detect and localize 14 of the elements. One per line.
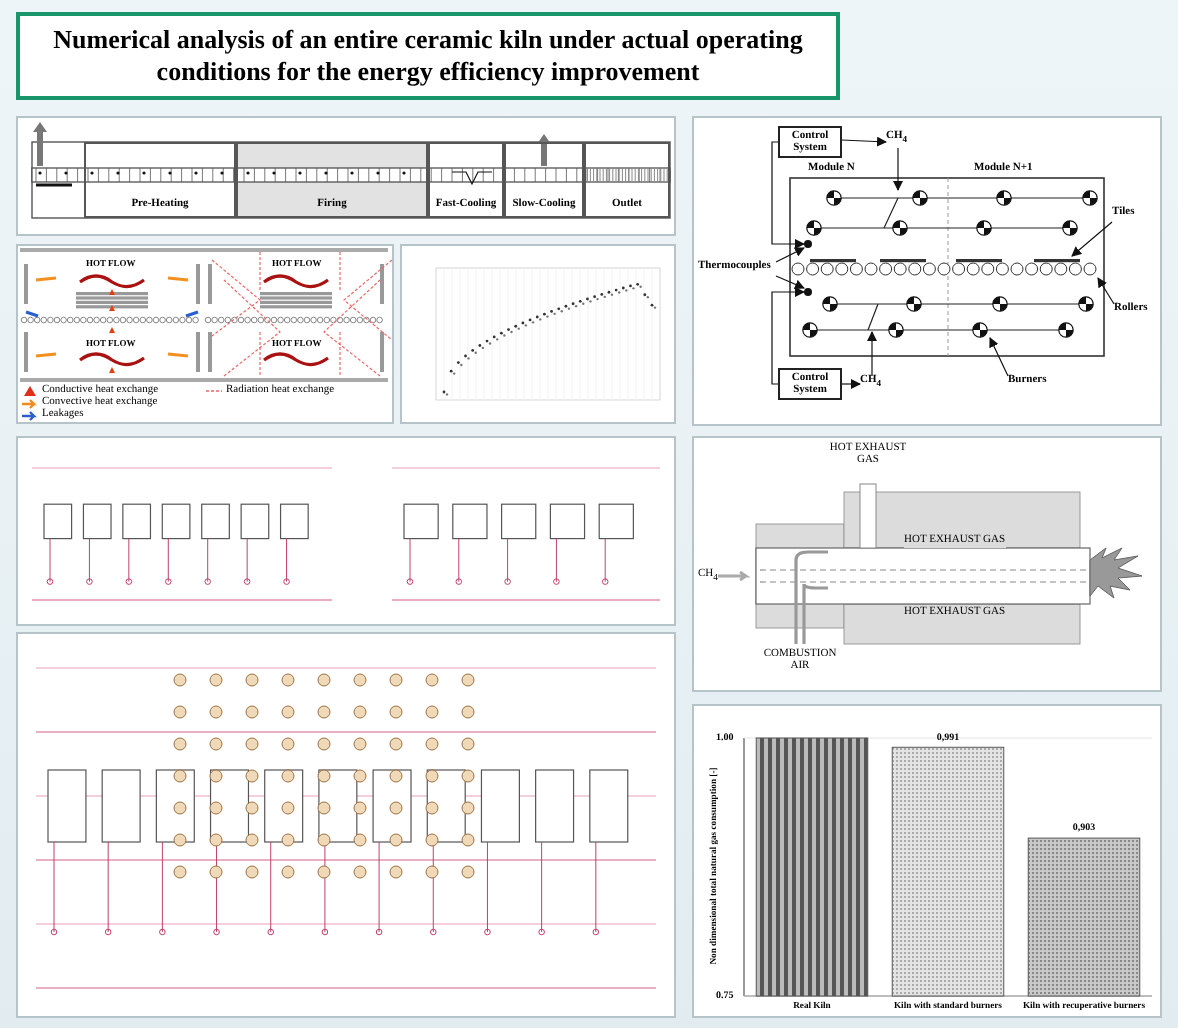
arrow [867,331,877,377]
leader-line [775,275,805,290]
thermocouple-dot [804,288,812,296]
leader-line [1071,221,1113,257]
arrow [841,136,887,147]
arrow [771,287,805,385]
arrow [771,141,805,249]
thermocouple-dot [804,240,812,248]
leader-line [775,247,805,263]
arrow [841,379,861,389]
title-banner: Numerical analysis of an entire ceramic kiln under actual operating conditions for the energy efficiency improvement [16,12,840,100]
arrow [893,147,903,191]
leader-line [989,337,1009,377]
leader-line [1097,277,1115,305]
